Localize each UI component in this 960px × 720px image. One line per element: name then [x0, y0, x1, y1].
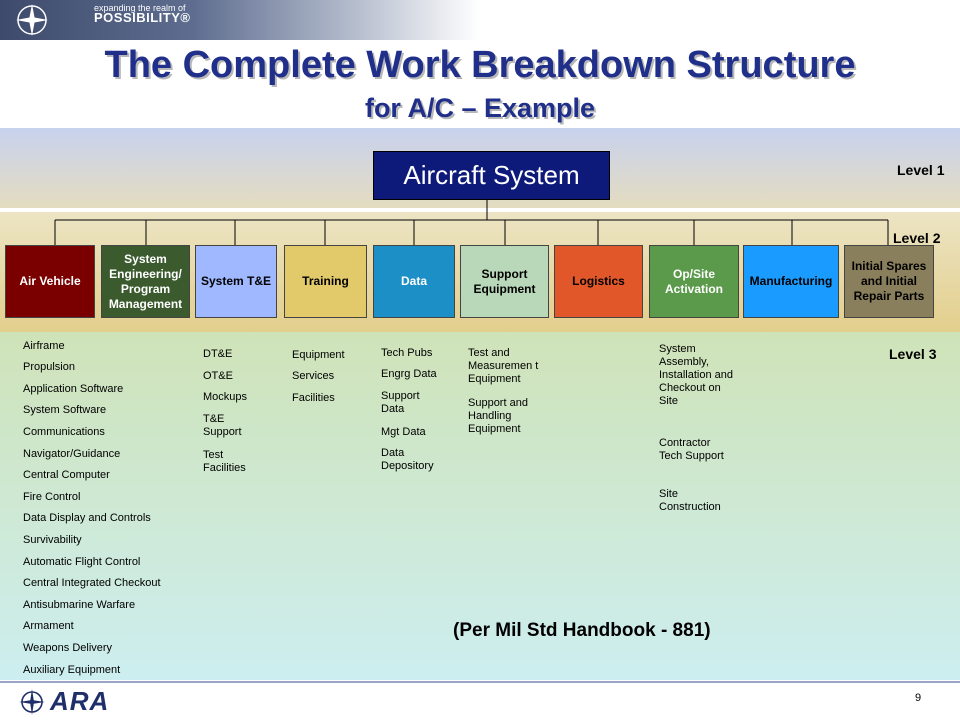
l3-air-vehicle-item: Survivability [23, 534, 82, 546]
wbs-training: Training [284, 245, 367, 318]
l3-air-vehicle-item: Propulsion [23, 361, 75, 373]
wbs-connectors [54, 200, 889, 245]
l3-air-vehicle-item: Communications [23, 426, 105, 438]
banner-line1: expanding the realm of [94, 3, 186, 13]
wbs-op-site-activation: Op/Site Activation [649, 245, 739, 318]
wbs-system-engineering: System Engineering/ Program Management [101, 245, 190, 318]
wbs-support-equipment: Support Equipment [460, 245, 549, 318]
wbs-manufacturing: Manufacturing [743, 245, 839, 318]
l3-data-item: Tech Pubs [381, 347, 433, 359]
level3-band [0, 332, 960, 680]
ara-logo: ARA [18, 686, 109, 717]
l3-data-item: Data Depository [381, 447, 434, 472]
l3-air-vehicle-item: Automatic Flight Control [23, 556, 141, 568]
l3-air-vehicle-item: Armament [23, 620, 74, 632]
l3-data-item: Support Data [381, 390, 420, 415]
l3-system-te-item: Test Facilities [203, 449, 246, 474]
l3-data-item: Engrg Data [381, 368, 437, 380]
wbs-air-vehicle: Air Vehicle [5, 245, 95, 318]
l3-air-vehicle-item: Application Software [23, 383, 124, 395]
header-banner [0, 0, 480, 40]
ara-logo-text: ARA [50, 686, 110, 716]
level2-label: Level 2 [893, 230, 941, 246]
l3-op-site-item: System Assembly, Installation and Checko… [659, 343, 733, 407]
l3-op-site-item: Contractor Tech Support [659, 437, 724, 462]
l3-support-equipment-item: Support and Handling Equipment [468, 397, 528, 435]
banner-line2: POSSIBILITY® [94, 10, 191, 25]
l3-training-item: Facilities [292, 392, 335, 404]
l3-air-vehicle-item: System Software [23, 404, 107, 416]
compass-logo-icon [16, 4, 48, 36]
wbs-root-aircraft-system: Aircraft System [373, 151, 610, 200]
wbs-logistics: Logistics [554, 245, 643, 318]
l3-air-vehicle-item: Auxiliary Equipment [23, 664, 121, 676]
wbs-initial-spares: Initial Spares and Initial Repair Parts [844, 245, 934, 318]
l3-system-te-item: T&E Support [203, 413, 242, 438]
level3-label: Level 3 [889, 346, 937, 362]
l3-system-te-item: DT&E [203, 348, 233, 360]
citation: (Per Mil Std Handbook - 881) [453, 620, 711, 641]
l3-air-vehicle-item: Central Integrated Checkout [23, 577, 161, 589]
l3-op-site-item: Site Construction [659, 488, 721, 513]
page-title: The Complete Work Breakdown Structure [104, 44, 856, 86]
page-subtitle: for A/C – Example [364, 93, 596, 123]
compass-icon [19, 688, 45, 715]
l3-air-vehicle-item: Central Computer [23, 469, 110, 481]
l3-system-te-item: OT&E [203, 370, 233, 382]
wbs-system-te: System T&E [195, 245, 277, 318]
l3-air-vehicle-item: Weapons Delivery [23, 642, 113, 654]
banner-tagline: expanding the realm of POSSIBILITY® [94, 3, 191, 25]
wbs-data: Data [373, 245, 455, 318]
footer-divider [0, 681, 960, 683]
l3-training-item: Equipment [292, 349, 345, 361]
l3-air-vehicle-item: Fire Control [23, 491, 81, 503]
l3-air-vehicle-item: Navigator/Guidance [23, 448, 121, 460]
l3-air-vehicle-item: Airframe [23, 340, 65, 352]
l3-air-vehicle-item: Data Display and Controls [23, 512, 151, 524]
l3-training-item: Services [292, 370, 335, 382]
l3-system-te-item: Mockups [203, 391, 248, 403]
page-number: 9 [915, 692, 922, 704]
l3-data-item: Mgt Data [381, 426, 426, 438]
l3-air-vehicle-item: Antisubmarine Warfare [23, 599, 136, 611]
l3-support-equipment-item: Test and Measuremen t Equipment [468, 347, 539, 385]
level1-label: Level 1 [897, 162, 945, 178]
